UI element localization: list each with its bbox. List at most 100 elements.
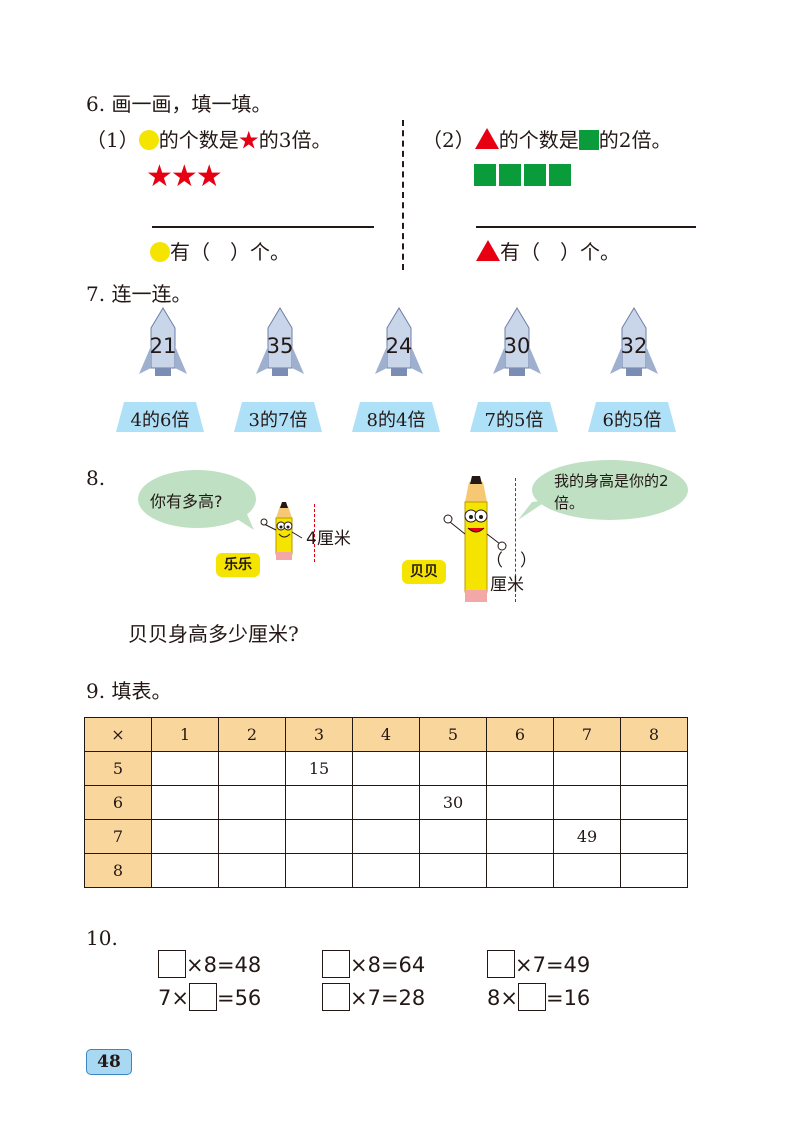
label-1[interactable]: 4的6倍 [116, 402, 204, 432]
q6-part1-drawing-line[interactable] [152, 226, 374, 228]
height-marker-2 [515, 478, 516, 602]
q6-part2-text2: 的2倍。 [598, 128, 672, 152]
rocket-number: 21 [149, 334, 177, 358]
table-header-row: × 1 2 3 4 5 6 7 8 [84, 717, 688, 752]
height-2-blank[interactable]: （ ） [486, 551, 537, 571]
green-square-icon [474, 164, 496, 186]
answer-box[interactable] [487, 950, 515, 978]
table-row: 7 49 [84, 819, 688, 854]
answer-box[interactable] [158, 950, 186, 978]
table-cell[interactable] [352, 853, 420, 888]
table-cell[interactable] [352, 819, 420, 854]
table-cell[interactable] [620, 785, 688, 820]
green-square-icon [499, 164, 521, 186]
q6-part1-text2: 的3倍。 [258, 128, 332, 152]
table-cell[interactable] [285, 819, 353, 854]
label-text: 6的5倍 [602, 410, 662, 431]
table-cell[interactable] [620, 853, 688, 888]
equation-4: 7× =56 [158, 983, 261, 1011]
table-cell[interactable] [486, 785, 554, 820]
q6-green-squares [474, 164, 571, 187]
table-row: 5 15 [84, 751, 688, 786]
q8-title: 8. [86, 466, 106, 490]
rocket-2[interactable]: 35 [250, 306, 310, 378]
table-cell[interactable] [553, 853, 621, 888]
table-cell[interactable] [285, 853, 353, 888]
q6-part1-answer-text[interactable]: 有（ ）个。 [170, 240, 290, 264]
table-cell[interactable] [218, 785, 286, 820]
q6-part1-answer: 有（ ）个。 [150, 236, 290, 265]
label-5[interactable]: 6的5倍 [588, 402, 676, 432]
q6-part2-answer: 有（ ）个。 [476, 236, 620, 265]
answer-box[interactable] [322, 950, 350, 978]
q7-title: 7. 连一连。 [86, 282, 192, 306]
equation-text: ×7=28 [350, 986, 426, 1010]
green-square-icon [578, 130, 599, 150]
q6-part2-prefix: （2） [422, 128, 475, 152]
table-header-cell: 5 [419, 717, 487, 752]
red-triangle-icon [474, 128, 499, 149]
table-cell[interactable] [620, 751, 688, 786]
table-cell[interactable] [218, 751, 286, 786]
rocket-number: 30 [503, 334, 531, 358]
q6-stars: ★★★ [146, 159, 223, 194]
bubble-tail-icon [518, 500, 548, 520]
q6-part2-answer-text[interactable]: 有（ ）个。 [500, 240, 620, 264]
label-background [588, 402, 676, 432]
answer-box[interactable] [322, 983, 350, 1011]
table-cell[interactable] [151, 751, 219, 786]
table-cell[interactable] [151, 785, 219, 820]
table-cell[interactable] [151, 853, 219, 888]
table-cell[interactable] [553, 751, 621, 786]
equation-text: 8× [487, 986, 518, 1010]
label-3[interactable]: 8的4倍 [352, 402, 440, 432]
table-cell[interactable] [151, 819, 219, 854]
height-marker-1 [314, 504, 315, 562]
table-cell[interactable] [285, 785, 353, 820]
table-header-cell: 3 [285, 717, 353, 752]
rocket-5[interactable]: 32 [604, 306, 664, 378]
rocket-1[interactable]: 21 [133, 306, 193, 378]
table-cell[interactable] [352, 785, 420, 820]
table-cell[interactable] [218, 819, 286, 854]
q6-part2-drawing-line[interactable] [476, 226, 696, 228]
table-cell[interactable] [419, 751, 487, 786]
table-cell[interactable] [486, 853, 554, 888]
rocket-3[interactable]: 24 [369, 306, 429, 378]
answer-box[interactable] [517, 983, 546, 1011]
table-cell[interactable] [352, 751, 420, 786]
q6-part1-text1: 的个数是 [158, 128, 239, 152]
rocket-4[interactable]: 30 [487, 306, 547, 378]
q10-title: 10. [86, 926, 118, 950]
answer-box[interactable] [188, 983, 217, 1011]
table-cell[interactable] [620, 819, 688, 854]
equation-6: 8×=16 [487, 983, 590, 1011]
equation-text: =56 [216, 986, 262, 1010]
equation-5: ×7=28 [322, 983, 425, 1011]
green-square-icon [524, 164, 546, 186]
table-header-cell: 1 [151, 717, 219, 752]
table-row: 8 [84, 853, 688, 888]
multiplication-table: × 1 2 3 4 5 6 7 8 5 15 6 30 7 [84, 717, 688, 888]
equation-text: ×8=48 [186, 953, 262, 977]
table-row: 6 30 [84, 785, 688, 820]
table-cell[interactable] [486, 819, 554, 854]
rocket-number: 32 [620, 334, 648, 358]
label-4[interactable]: 7的5倍 [470, 402, 558, 432]
table-cell[interactable] [553, 785, 621, 820]
height-1-text: 4厘米 [306, 529, 351, 549]
name-tag-2: 贝贝 [402, 560, 446, 584]
page-number: 48 [86, 1049, 132, 1075]
q6-part2-text1: 的个数是 [498, 128, 579, 152]
equation-text: 7× [158, 986, 189, 1010]
table-cell: 30 [419, 785, 487, 820]
red-triangle-icon [476, 240, 500, 261]
q8-question: 贝贝身高多少厘米? [128, 622, 299, 646]
table-cell[interactable] [419, 819, 487, 854]
row-header-cell: 5 [84, 751, 152, 786]
label-2[interactable]: 3的7倍 [234, 402, 322, 432]
table-cell[interactable] [486, 751, 554, 786]
table-cell[interactable] [218, 853, 286, 888]
label-text: 8的4倍 [366, 410, 426, 431]
table-cell[interactable] [419, 853, 487, 888]
